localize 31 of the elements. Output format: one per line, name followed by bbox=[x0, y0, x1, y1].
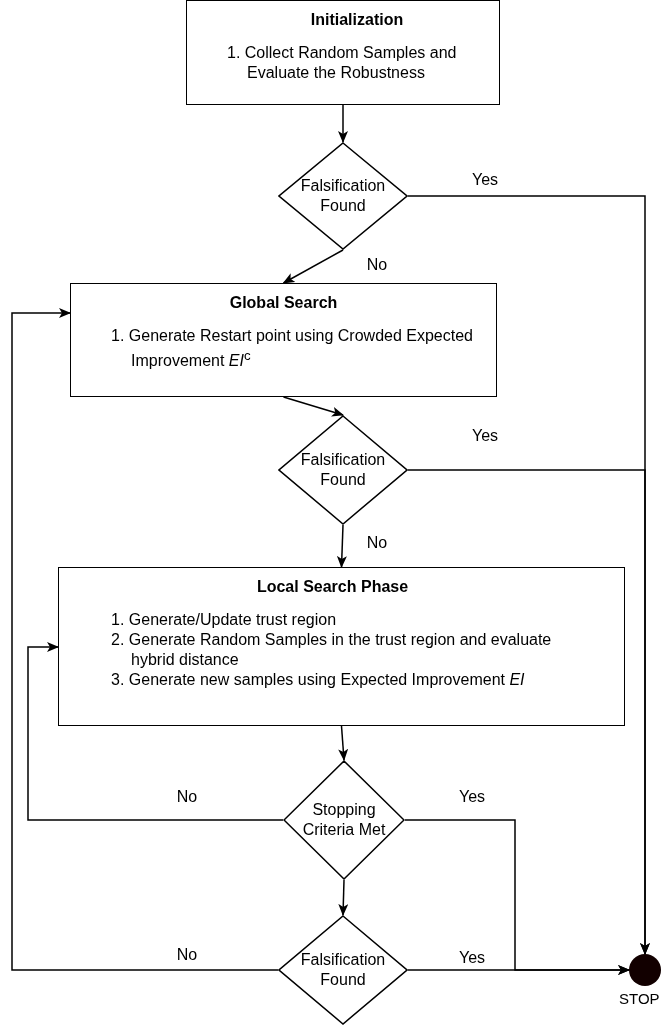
decision-diamond bbox=[278, 142, 408, 250]
arrow bbox=[407, 469, 650, 955]
decision-text: Falsification Found bbox=[299, 176, 387, 216]
step-text: 1. Collect Random Samples and Evaluate the Robustness bbox=[227, 43, 458, 83]
process-box bbox=[58, 567, 625, 726]
arrow bbox=[338, 879, 349, 916]
step-text: 1. Generate Restart point using Crowded Expected Improvement EI$^{c}$ bbox=[111, 326, 474, 372]
stop-circle bbox=[629, 954, 661, 986]
arrow bbox=[11, 308, 279, 971]
arrow bbox=[338, 725, 349, 761]
decision-diamond bbox=[278, 415, 408, 525]
arrow bbox=[282, 249, 344, 284]
step-text: 2. Generate Random Samples in the trust region and evaluate hybrid distance bbox=[111, 630, 553, 670]
node-caption: STOP bbox=[619, 990, 660, 1007]
decision-text: Falsification Found bbox=[299, 950, 387, 990]
decision-diamond bbox=[283, 760, 405, 880]
arrow bbox=[27, 642, 284, 821]
step-text: 1. Generate/Update trust region bbox=[111, 610, 338, 630]
box-heading: Global Search bbox=[228, 294, 339, 312]
step-text: 3. Generate new samples using Expected Improvement EI bbox=[111, 670, 526, 690]
box-heading: Initialization bbox=[309, 11, 405, 29]
decision-text: Stopping Criteria Met bbox=[301, 800, 387, 840]
decision-diamond bbox=[278, 915, 408, 1025]
process-box bbox=[70, 283, 497, 397]
decision-text: Falsification Found bbox=[299, 450, 387, 490]
arrow bbox=[336, 524, 347, 568]
box-heading: Local Search Phase bbox=[255, 578, 410, 596]
arrow bbox=[338, 104, 348, 143]
arrow bbox=[407, 965, 630, 975]
arrow bbox=[282, 396, 344, 417]
process-box bbox=[186, 0, 500, 105]
